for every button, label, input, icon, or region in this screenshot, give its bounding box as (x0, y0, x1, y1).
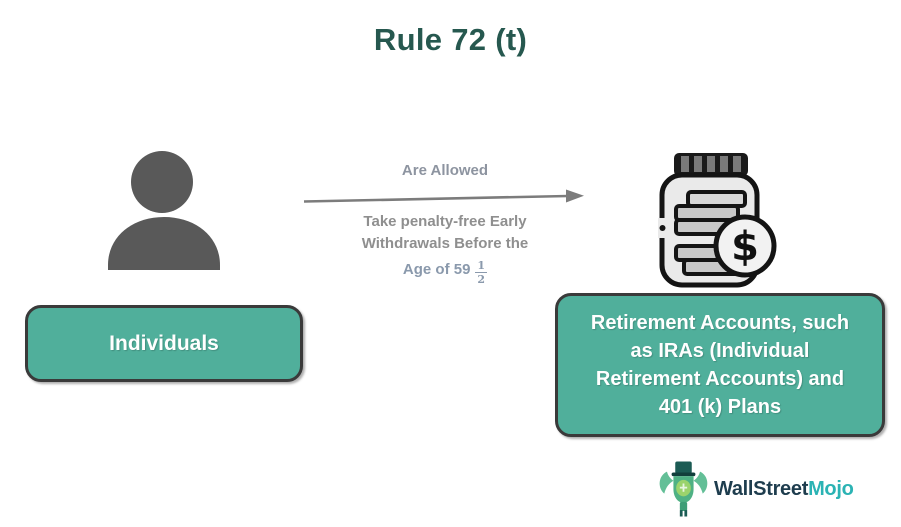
brand-wallstreet: WallStreet (714, 477, 809, 500)
brand-mojo: Mojo (808, 477, 854, 500)
retirement-node-line-2: as IRAs (Individual (630, 340, 810, 362)
dollar-sign: $ (731, 224, 759, 270)
money-jar-icon: $ (658, 153, 777, 288)
retirement-accounts-node: Retirement Accounts, such as IRAs (Indiv… (555, 293, 885, 437)
age-line-prefix: Age of 59 (402, 260, 471, 278)
retirement-node-line-1: Retirement Accounts, such (590, 312, 850, 334)
retirement-node-line-3: Retirement Accounts) and (595, 368, 845, 390)
age-line: Age of 59 1 2 (295, 257, 595, 286)
brand-name: WallStreetMojo (714, 478, 854, 501)
bull-mascot-icon (659, 461, 708, 517)
fraction-denominator: 2 (477, 273, 486, 286)
retirement-node-line-4: 401 (k) Plans (658, 396, 782, 418)
individuals-node-label: Individuals (109, 331, 219, 355)
page-title: Rule 72 (t) (373, 22, 528, 57)
one-half-fraction: 1 2 (475, 259, 488, 286)
arrow-top-label: Are Allowed (401, 162, 489, 179)
arrow-bottom-label: Take penalty-free Early Withdrawals Befo… (295, 211, 595, 286)
fraction-numerator: 1 (475, 259, 488, 273)
arrow-bottom-line-1: Take penalty-free Early (363, 213, 527, 230)
arrow-right-icon (303, 189, 584, 203)
wallstreetmojo-logo: WallStreetMojo (656, 459, 854, 519)
person-icon (108, 151, 220, 270)
dollar-coin-icon: $ (713, 214, 777, 278)
individuals-node: Individuals (25, 305, 303, 382)
arrow-bottom-line-2: Withdrawals Before the (361, 235, 529, 252)
